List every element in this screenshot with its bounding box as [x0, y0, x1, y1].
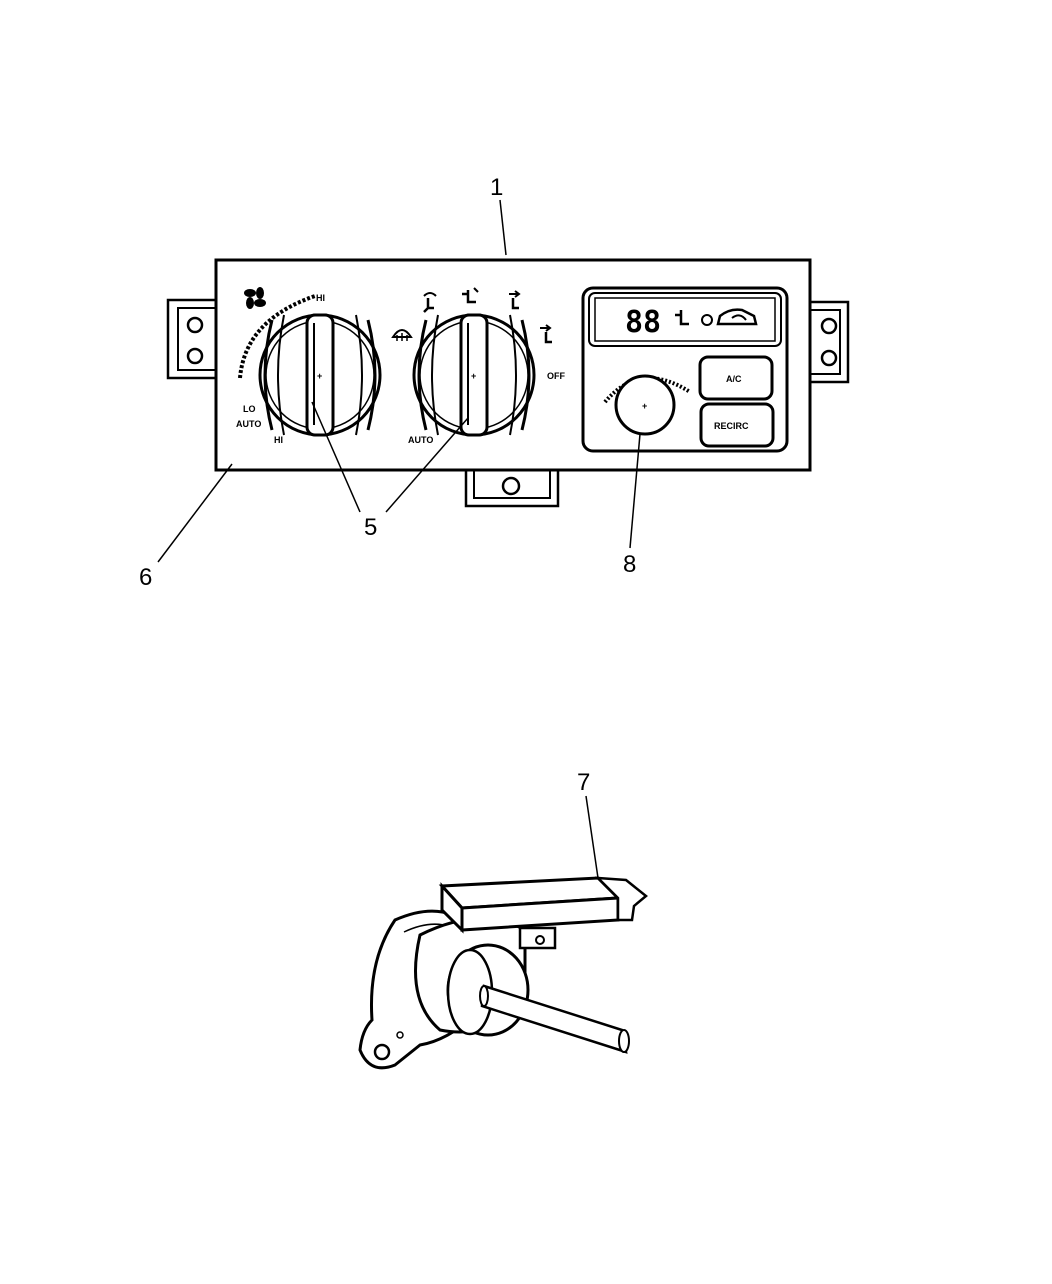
bottom-mount-tab: [464, 466, 560, 508]
label-off: OFF: [547, 371, 565, 381]
right-mount-bracket: [806, 300, 850, 384]
callout-7: 7: [577, 769, 590, 796]
lcd-digits: 88: [625, 305, 661, 340]
blower-speed-scale: [238, 294, 316, 379]
lcd-fan-icon: [701, 314, 713, 326]
car-recirc-icon: [716, 308, 758, 326]
knob-plus-3: +: [642, 401, 647, 411]
callout-8: 8: [623, 551, 636, 578]
floor-mode-icon: [462, 287, 479, 304]
left-mount-bracket: [166, 298, 218, 380]
label-lo: LO: [243, 404, 256, 414]
label-hi: HI: [274, 435, 283, 445]
callout-1: 1: [490, 174, 503, 201]
knob-plus-1: +: [317, 371, 322, 381]
vent-mode-icon: [540, 324, 552, 344]
floor-defrost-icon: [423, 292, 437, 313]
label-auto-left: AUTO: [236, 419, 261, 429]
label-auto-mid: AUTO: [408, 435, 433, 445]
mode-knob[interactable]: +: [412, 313, 536, 437]
recirc-button[interactable]: RECIRC: [699, 402, 775, 448]
blower-knob[interactable]: +: [258, 313, 382, 437]
leader-lines: [157, 199, 641, 879]
defrost-icon: [391, 329, 413, 341]
recirc-button-label: RECIRC: [714, 421, 749, 431]
display-module: 88 + A/C: [581, 286, 789, 453]
flange-hole: [373, 1043, 391, 1061]
lcd-mode-icon: [675, 310, 689, 326]
callout-5: 5: [364, 514, 377, 541]
ac-button[interactable]: A/C: [698, 355, 774, 401]
knob-plus-2: +: [471, 371, 476, 381]
vacuum-actuator: [358, 876, 648, 1070]
temperature-knob[interactable]: +: [614, 374, 676, 436]
control-panel: HI + LO AUTO HI: [166, 258, 850, 508]
ac-button-label: A/C: [726, 374, 742, 384]
bilevel-mode-icon: [509, 290, 521, 310]
callout-6: 6: [139, 564, 152, 591]
label-hi-top: HI: [316, 293, 325, 303]
fan-icon: [244, 287, 266, 309]
